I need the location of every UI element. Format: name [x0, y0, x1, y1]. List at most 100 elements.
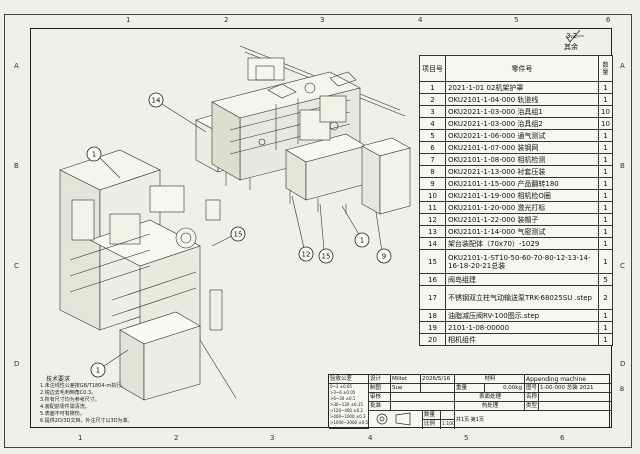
- weight-value: 0.00kg: [485, 384, 525, 393]
- zone-top-6: 6: [606, 16, 611, 24]
- zone-left-d: D: [14, 360, 20, 368]
- bom-row-name: 2021-1-01 02机架护罩: [445, 81, 599, 94]
- bom-row-qty: 1: [598, 141, 613, 154]
- balloon-label: 1: [360, 237, 364, 245]
- design-date: 2026/5/16: [421, 375, 455, 384]
- quantity-cell: [441, 411, 455, 420]
- bom-header-no: 项目号: [419, 55, 446, 82]
- bom-row-no: 2: [419, 93, 446, 106]
- balloon-label: 15: [322, 253, 331, 261]
- bom-row-no: 15: [419, 249, 446, 274]
- bom-row-no: 12: [419, 213, 446, 226]
- bom-row-no: 3: [419, 105, 446, 118]
- balloon-1-b: 1: [90, 362, 106, 378]
- outer-frame: [4, 14, 632, 448]
- bom-row-name: OKU2101-1-ST10-50-60-70-80-12-13-14-16-1…: [445, 249, 599, 274]
- bom-row-name: 相机组件: [445, 333, 599, 346]
- zone-top-2: 2: [224, 16, 229, 24]
- bom-row-no: 20: [419, 333, 446, 346]
- bom-row-name: OKU2101-1-14-000 气密测试: [445, 225, 599, 238]
- balloon-15-b: 15: [318, 248, 334, 264]
- approve-cell: [391, 402, 455, 411]
- bom-row-qty: 1: [598, 237, 613, 250]
- technical-notes: 技术要求 1.未注线性公差按GB/T1804-m执行。 2.锐边去毛刺倒角C0.…: [40, 376, 133, 425]
- zone-right-b: B: [620, 162, 625, 170]
- balloon-label: 9: [382, 253, 386, 261]
- bom-row-no: 9: [419, 177, 446, 190]
- zone-left-a: A: [14, 62, 19, 70]
- bom-row-qty: 1: [598, 213, 613, 226]
- bom-row-name: 阀岛组建: [445, 273, 599, 286]
- bom-header-row: 项目号 零件号 数量: [419, 55, 613, 82]
- drawing-no-label: 图号: [525, 384, 539, 393]
- bom-row-name: OKU2101-1-20-000 激光打标: [445, 201, 599, 214]
- bom-row-qty: 2: [598, 285, 613, 310]
- bom-row-no: 8: [419, 165, 446, 178]
- tolerance-table: 0~3 ±0.05 >3~6 ±0.05 >6~30 ±0.1 >30~120 …: [329, 384, 369, 429]
- bom-row-no: 7: [419, 153, 446, 166]
- bom-row-qty: 5: [598, 273, 613, 286]
- zone-top-1: 1: [126, 16, 131, 24]
- zone-top-3: 3: [320, 16, 325, 24]
- zone-bottom-4: 4: [368, 434, 373, 442]
- bom-row-qty: 1: [598, 93, 613, 106]
- first-angle-projection-icon: [376, 412, 411, 426]
- bom-row-name: OKU2101-1-08-000 相机检测: [445, 153, 599, 166]
- roughness-value: 3.2: [566, 32, 578, 40]
- quantity-label: 数量: [423, 411, 441, 420]
- zone-left-b: B: [14, 162, 19, 170]
- bom-row-qty: 1: [598, 177, 613, 190]
- material-label: 材料: [455, 375, 525, 384]
- bom-row-no: 10: [419, 189, 446, 202]
- bom-row-qty: 1: [598, 201, 613, 214]
- zone-right-a: A: [620, 62, 625, 70]
- zone-top-4: 4: [418, 16, 423, 24]
- zone-bottom-2: 2: [174, 434, 179, 442]
- balloon-1-c: 1: [354, 232, 370, 248]
- balloon-12: 12: [298, 246, 314, 262]
- bom-row-no: 19: [419, 321, 446, 334]
- balloon-label: 1: [96, 367, 100, 375]
- bom-row-name: OKU2101-1-15-000 产品翻转180: [445, 177, 599, 190]
- bom-row-qty: 10: [598, 105, 613, 118]
- side-assembly-view: [59, 149, 237, 401]
- tolerance-row: >120~400 ±0.2: [330, 408, 363, 413]
- part-name-cell: [539, 393, 611, 402]
- bom-row-no: 13: [419, 225, 446, 238]
- bom-row-qty: 1: [598, 225, 613, 238]
- notes-title: 技术要求: [46, 376, 71, 383]
- bom-row-no: 4: [419, 117, 446, 130]
- balloon-label: 1: [92, 151, 96, 159]
- bom-row-name: OKU2101-1-07-000 装钢网: [445, 141, 599, 154]
- approve-label: 批准: [369, 402, 391, 411]
- tolerance-row: >3~6 ±0.05: [330, 390, 356, 395]
- bom-row-no: 1: [419, 81, 446, 94]
- zone-bottom-5: 5: [464, 434, 469, 442]
- draw-label: 制图: [369, 384, 391, 393]
- title-block: 验收公差 0~3 ±0.05 >3~6 ±0.05 >6~30 ±0.1 >30…: [328, 374, 611, 429]
- bom-row-name: OKU2021-1-13-000 衬套压装: [445, 165, 599, 178]
- bom-row-qty: 1: [598, 153, 613, 166]
- bom-row-qty: 10: [598, 117, 613, 130]
- note-line: 4.装配前零件需清洗。: [40, 404, 90, 410]
- bom-row-name: OKU2021-1-06-000 通气测试: [445, 129, 599, 142]
- tolerance-row: >6~30 ±0.1: [330, 396, 356, 401]
- design-label: 设计: [369, 375, 391, 384]
- bom-row-no: 6: [419, 141, 446, 154]
- scale-label: 比例: [423, 420, 441, 429]
- tolerance-header: 验收公差: [329, 375, 369, 384]
- bom-header-name: 零件号: [445, 55, 599, 82]
